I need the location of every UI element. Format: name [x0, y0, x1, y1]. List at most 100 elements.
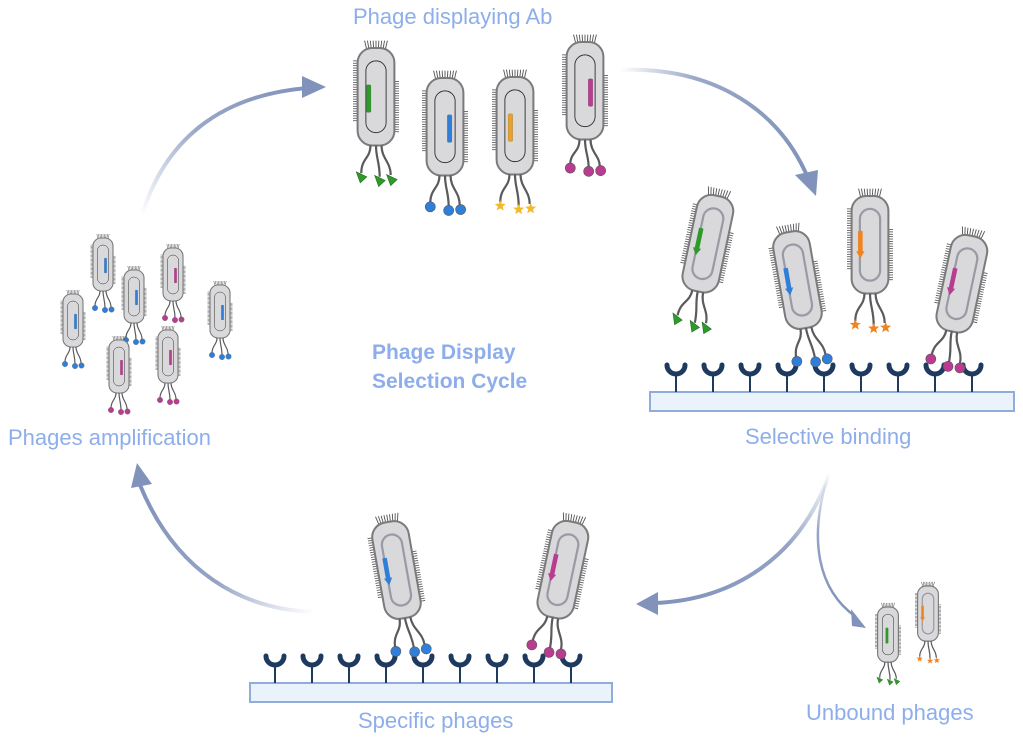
antibody-circle [925, 353, 937, 365]
receptor [559, 653, 583, 683]
antibody-circle [157, 397, 163, 403]
antibody-star [926, 657, 934, 664]
antibody-circle [420, 643, 432, 655]
antibody-circle [821, 353, 833, 365]
phage-capsid [850, 194, 890, 295]
phage-tail [429, 175, 441, 204]
gene-marker [783, 267, 792, 291]
phage-capsid [536, 519, 590, 620]
gene-marker [587, 78, 594, 107]
phage-capsid [356, 46, 396, 147]
stage-label-display: Phage displaying Ab [353, 4, 553, 29]
receptor [411, 653, 435, 683]
phage-tail [693, 291, 699, 323]
phage-tail [133, 322, 137, 341]
phage-tail [374, 145, 381, 177]
phage-tail [676, 289, 694, 316]
antibody-circle [139, 338, 146, 345]
phage-tail [955, 332, 962, 364]
antibody-triangle [374, 174, 386, 188]
binding-receptors [664, 362, 984, 392]
receptor [448, 653, 472, 683]
arrow-display-to-binding [619, 67, 818, 196]
gene-marker [858, 230, 863, 254]
phage-capsid [62, 293, 84, 348]
gene-marker [135, 289, 138, 306]
gene-marker-arrowhead [548, 573, 557, 582]
antibody-circle [526, 639, 538, 651]
gene-marker-arrowhead [947, 287, 956, 296]
antibody-circle [102, 307, 108, 313]
phage-orange-star [915, 581, 941, 664]
phage-tail [589, 139, 601, 167]
phage-capsid [772, 230, 823, 330]
cycle-arrows [131, 67, 866, 628]
phage-tail [794, 328, 802, 358]
phage-genome [574, 54, 596, 128]
antibody-circle [172, 317, 178, 323]
antibody-circle [564, 162, 576, 174]
gene-marker [120, 359, 123, 376]
phage-green-triangle [875, 602, 901, 686]
phage-tail [219, 337, 223, 356]
phage-tail [110, 392, 117, 409]
antibody-circle [124, 408, 131, 415]
phage-genome [882, 614, 894, 656]
antibody-circle [555, 648, 567, 660]
phage-tail [930, 329, 948, 356]
phage-capsid [123, 269, 145, 324]
receptor [522, 653, 546, 683]
gene-marker [366, 84, 372, 113]
phage-capsid [681, 193, 735, 294]
antibody-circle [162, 315, 168, 321]
antibody-circle [455, 204, 466, 215]
phage-magenta-circle [925, 226, 989, 374]
phage-tail [868, 293, 875, 325]
antibody-circle [173, 398, 180, 405]
phage-tail [409, 616, 426, 645]
receptor [960, 362, 984, 392]
amplification-phages [60, 233, 233, 415]
phage-magenta-circle [106, 335, 132, 415]
gene-marker-arrowhead [784, 287, 794, 296]
phage-tail [443, 175, 450, 207]
phage-blue-circle [207, 280, 233, 360]
phage-capsid [495, 75, 535, 176]
phage-tail [64, 346, 71, 363]
antibody-triangle [893, 678, 901, 686]
gene-marker [948, 267, 958, 291]
antibody-triangle [876, 676, 884, 684]
arrowhead [636, 592, 658, 615]
gene-marker-arrowhead [383, 577, 393, 586]
binding-phages [672, 186, 989, 374]
phage-tail [927, 641, 931, 659]
receptor [738, 362, 762, 392]
phage-genome [97, 244, 109, 285]
antibody-circle [178, 316, 185, 323]
antibody-star [880, 321, 892, 333]
antibody-circle [209, 352, 215, 358]
phage-blue-circle [121, 265, 147, 345]
phage-tail [804, 327, 817, 359]
phage-tail [403, 617, 416, 649]
phage-capsid [209, 284, 231, 339]
antibody-circle [595, 165, 606, 176]
antibody-circle [118, 409, 124, 415]
phage-capsid [425, 76, 465, 177]
phage-tail [919, 641, 926, 657]
phage-tail [890, 662, 897, 679]
antibody-circle [942, 361, 954, 372]
antibody-circle [954, 362, 966, 374]
gene-marker [174, 267, 177, 284]
phage-blue-circle [60, 289, 86, 369]
phage-tail [211, 337, 218, 354]
display-phages [352, 34, 609, 216]
antibody-circle [810, 356, 821, 368]
arrow-binding-to-specific [636, 471, 832, 615]
phage-tail [94, 290, 101, 307]
phage-genome [113, 346, 125, 387]
antibody-star [849, 319, 861, 330]
gene-marker-arrowhead [920, 617, 925, 622]
receptor [886, 362, 910, 392]
